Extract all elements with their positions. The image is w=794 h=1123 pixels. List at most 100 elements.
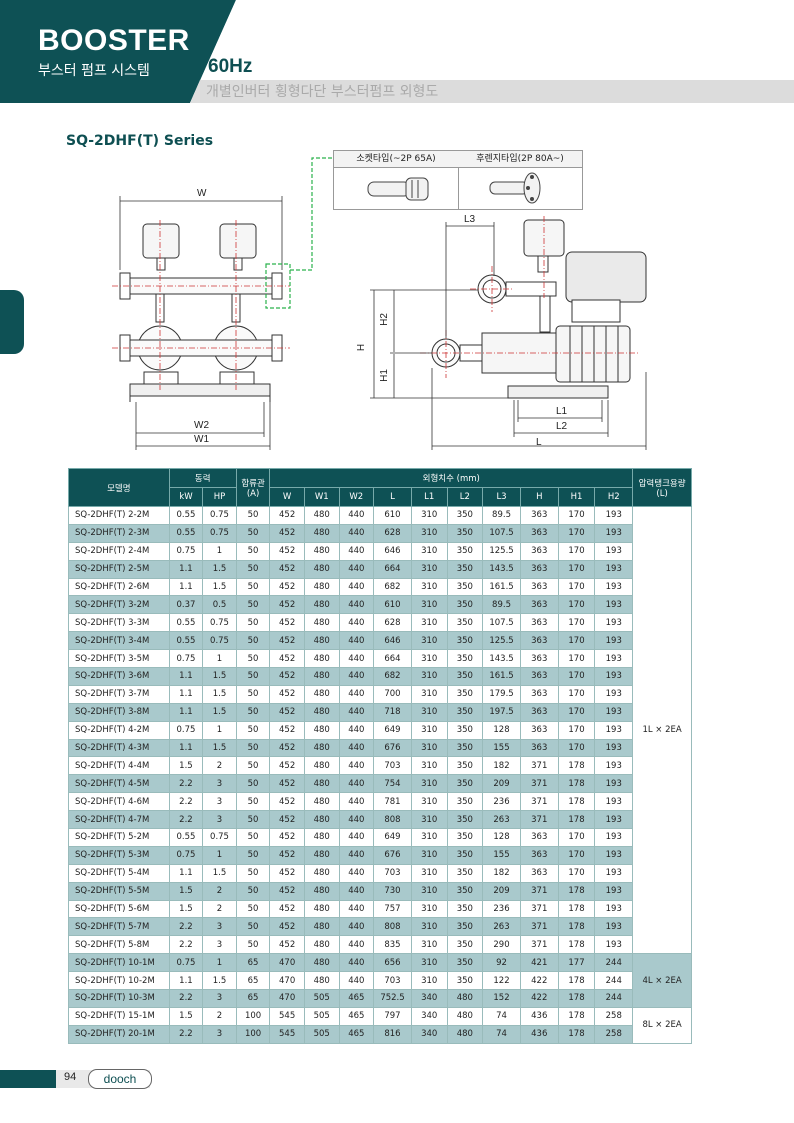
table-cell: 1.1	[168, 667, 204, 686]
header-l: L	[373, 487, 412, 507]
table-cell: 143.5	[482, 649, 521, 669]
table-cell: 452	[269, 845, 305, 865]
model-cell: SQ-2DHF(T) 5-6M	[68, 899, 170, 919]
table-cell: 363	[519, 863, 559, 883]
table-cell: 310	[410, 577, 448, 597]
table-cell: 350	[446, 774, 484, 794]
table-cell: 656	[373, 953, 412, 973]
table-cell: 178	[557, 1006, 596, 1026]
table-cell: 50	[235, 792, 271, 812]
header-dimensions: 외형치수 (mm)	[269, 468, 634, 488]
table-cell: 50	[235, 917, 271, 937]
table-cell: 310	[410, 792, 448, 812]
table-cell: 371	[519, 774, 559, 794]
header-pipe: 합류관(A)	[235, 468, 271, 507]
connection-icons	[367, 172, 541, 204]
table-cell: 170	[557, 720, 596, 740]
table-cell: 122	[482, 971, 521, 991]
model-cell: SQ-2DHF(T) 4-2M	[68, 720, 170, 740]
table-cell: 193	[594, 828, 634, 847]
table-cell: 808	[373, 810, 412, 830]
table-cell: 480	[303, 756, 340, 776]
page-number: 94	[64, 1071, 77, 1083]
table-cell: 610	[373, 506, 412, 525]
table-cell: 350	[446, 523, 484, 543]
table-cell: 452	[269, 506, 305, 525]
table-cell: 310	[410, 899, 448, 919]
table-cell: 178	[557, 881, 596, 901]
table-cell: 1.5	[168, 1006, 204, 1026]
socket-type-label: 소켓타입(~2P 65A)	[334, 151, 459, 168]
table-cell: 371	[519, 917, 559, 937]
table-cell: 440	[338, 523, 375, 543]
table-cell: 0.75	[168, 541, 204, 561]
table-cell: 310	[410, 595, 448, 615]
table-cell: 50	[235, 559, 271, 579]
table-cell: 452	[269, 684, 305, 704]
table-cell: 676	[373, 845, 412, 865]
table-cell: 3	[202, 774, 237, 794]
table-cell: 363	[519, 541, 559, 561]
model-cell: SQ-2DHF(T) 10-2M	[68, 971, 170, 991]
model-cell: SQ-2DHF(T) 2-4M	[68, 541, 170, 561]
table-cell: 193	[594, 917, 634, 937]
table-cell: 465	[338, 1006, 375, 1026]
table-cell: 161.5	[482, 577, 521, 597]
table-cell: 350	[446, 649, 484, 669]
table-cell: 1.5	[202, 738, 237, 758]
table-cell: 125.5	[482, 541, 521, 561]
table-cell: 781	[373, 792, 412, 812]
table-cell: 1.1	[168, 863, 204, 883]
table-cell: 170	[557, 506, 596, 525]
table-cell: 371	[519, 935, 559, 955]
table-cell: 1.5	[168, 881, 204, 901]
table-cell: 371	[519, 899, 559, 919]
table-cell: 480	[303, 649, 340, 669]
table-cell: 152	[482, 989, 521, 1008]
table-cell: 480	[303, 559, 340, 579]
flange-type-label: 후렌지타입(2P 80A~)	[458, 151, 582, 168]
table-cell: 363	[519, 845, 559, 865]
table-cell: 440	[338, 684, 375, 704]
table-cell: 480	[446, 1006, 484, 1026]
table-cell: 480	[303, 881, 340, 901]
model-cell: SQ-2DHF(T) 3-3M	[68, 613, 170, 633]
table-cell: 1.1	[168, 559, 204, 579]
dim-w-label: W	[197, 188, 207, 199]
table-cell: 74	[482, 1024, 521, 1044]
table-cell: 1.1	[168, 577, 204, 597]
table-cell: 440	[338, 792, 375, 812]
table-cell: 170	[557, 595, 596, 615]
table-cell: 193	[594, 792, 634, 812]
table-cell: 422	[519, 989, 559, 1008]
table-cell: 480	[303, 541, 340, 561]
table-cell: 310	[410, 613, 448, 633]
table-cell: 170	[557, 863, 596, 883]
table-cell: 170	[557, 845, 596, 865]
table-cell: 1	[202, 720, 237, 740]
table-cell: 440	[338, 541, 375, 561]
table-cell: 340	[410, 989, 448, 1008]
table-cell: 797	[373, 1006, 412, 1026]
tank-capacity-cell: 4L × 2EA	[632, 953, 692, 1008]
table-cell: 470	[269, 953, 305, 973]
table-cell: 440	[338, 881, 375, 901]
table-cell: 1.5	[202, 971, 237, 991]
table-cell: 350	[446, 881, 484, 901]
table-cell: 371	[519, 756, 559, 776]
dim-l3-label: L3	[464, 214, 476, 225]
header-l3: L3	[482, 487, 521, 507]
tank-capacity-cell: 8L × 2EA	[632, 1006, 692, 1044]
table-cell: 193	[594, 506, 634, 525]
table-cell: 197.5	[482, 702, 521, 722]
table-cell: 452	[269, 631, 305, 651]
table-cell: 0.75	[202, 631, 237, 651]
table-cell: 193	[594, 631, 634, 651]
